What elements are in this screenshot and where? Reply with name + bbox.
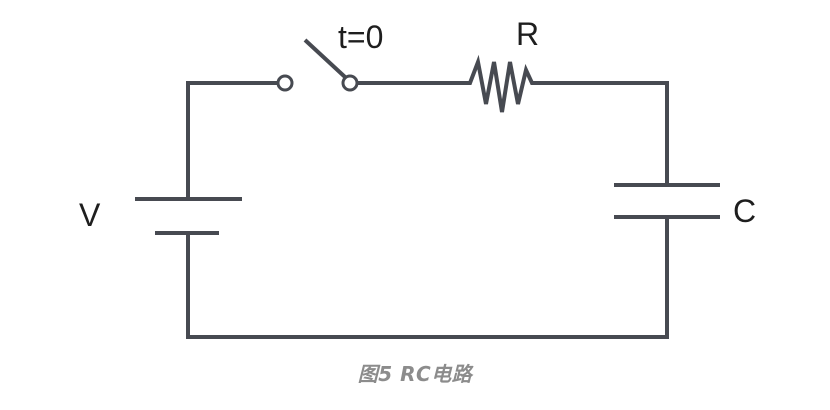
voltage-source-label: V [79,197,101,233]
capacitor-label: C [733,193,756,229]
wire-left-top [186,81,277,199]
wire-top-with-resistor [357,54,669,185]
resistor-label: R [516,16,539,52]
wire-bottom [186,217,669,339]
figure-caption: 图5 RC电路 [357,362,473,386]
switch-terminal-left [276,74,294,92]
switch-terminal-right [341,74,359,92]
switch-blade [303,38,347,79]
switch-label: t=0 [338,19,383,55]
